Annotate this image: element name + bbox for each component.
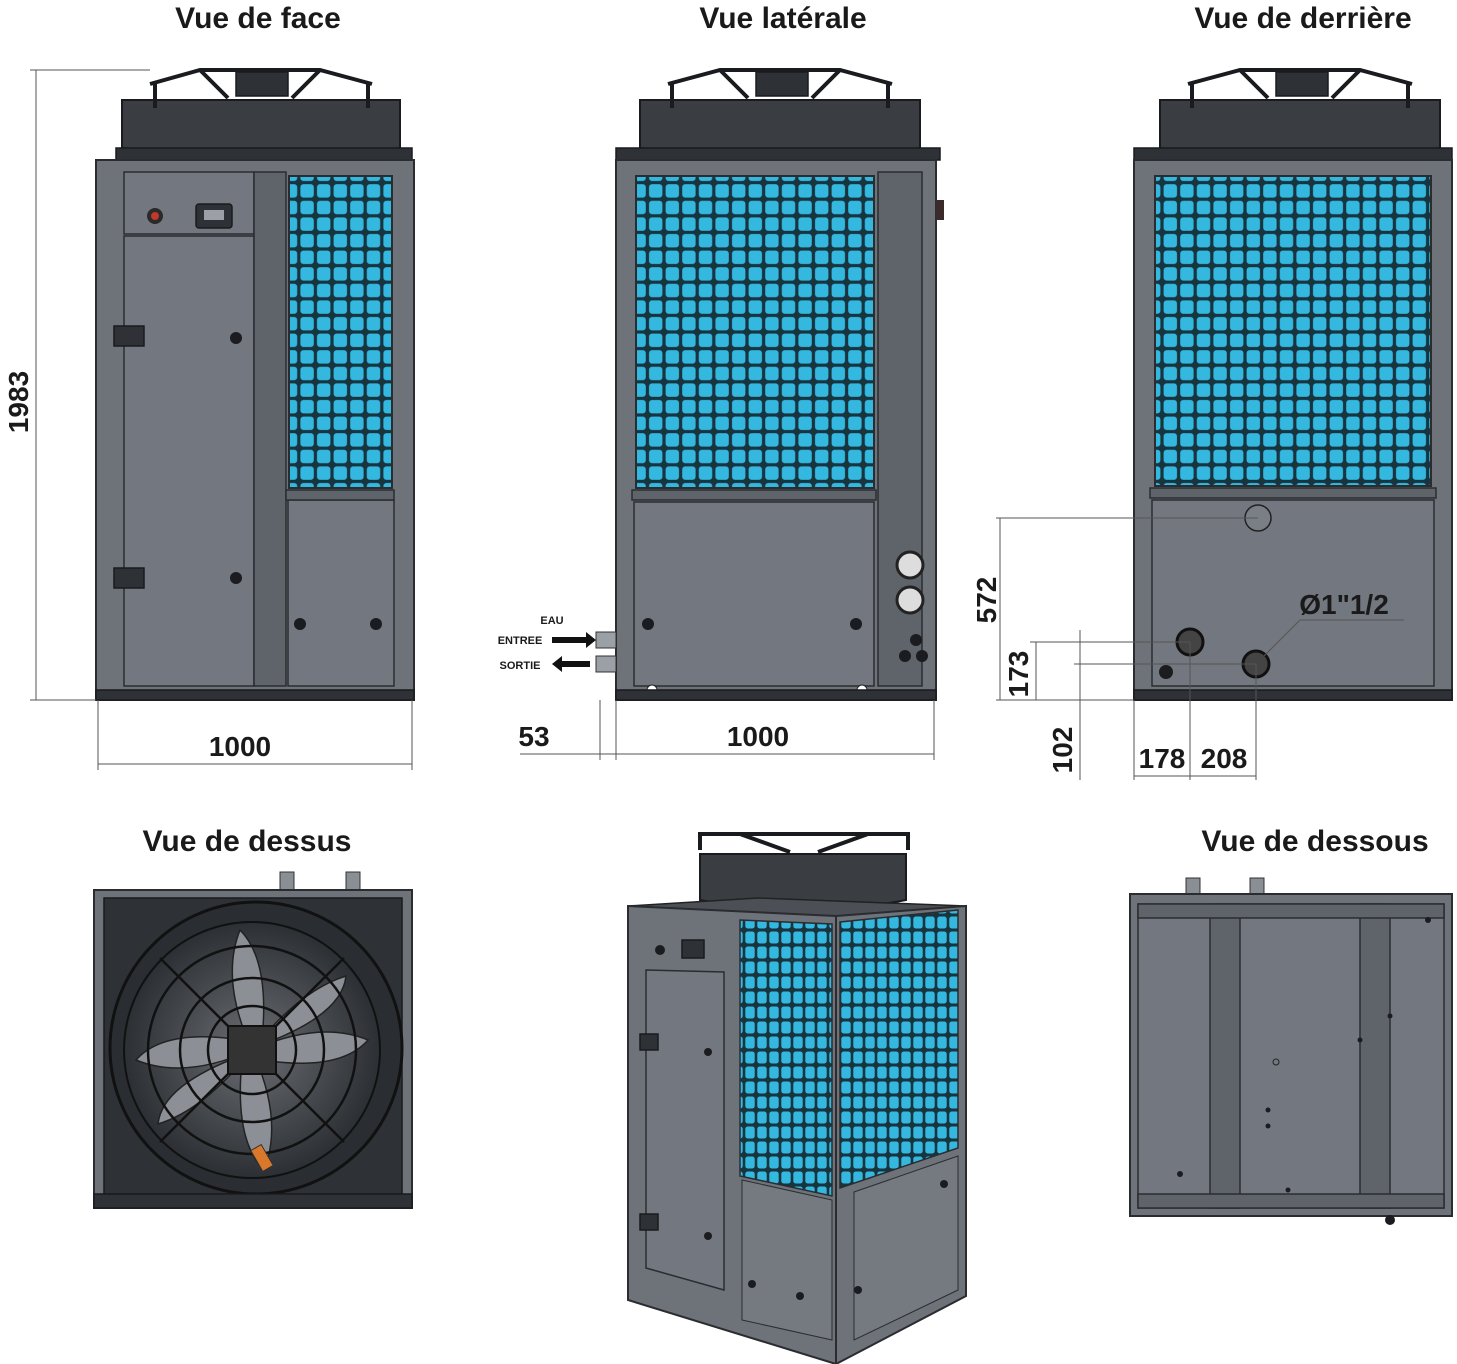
front-coil-grille bbox=[288, 175, 393, 489]
dim-1983: 1983 bbox=[3, 371, 34, 433]
arrow-left-icon bbox=[552, 656, 590, 672]
lock-icon bbox=[642, 618, 654, 630]
fan-hood bbox=[639, 99, 921, 155]
side-view bbox=[595, 68, 944, 701]
dim-208: 208 bbox=[1201, 743, 1248, 774]
water-outlet-label: SORTIE bbox=[500, 660, 541, 672]
dim-102: 102 bbox=[1047, 727, 1078, 774]
back-coil-grille bbox=[1154, 175, 1432, 487]
top-view bbox=[93, 871, 413, 1209]
lock-icon bbox=[230, 572, 242, 584]
title-front-view: Vue de face bbox=[175, 2, 341, 35]
water-inlet-label: ENTREE bbox=[498, 635, 543, 647]
water-inlet-pipe bbox=[595, 631, 617, 649]
title-bottom-view: Vue de dessous bbox=[1201, 825, 1428, 858]
iso-coil-grille bbox=[739, 919, 833, 1197]
dimension-front-width: 1000 bbox=[97, 700, 413, 770]
fan-hood bbox=[121, 99, 401, 155]
lock-icon bbox=[294, 618, 306, 630]
isometric-view bbox=[627, 832, 967, 1364]
title-back-view: Vue de derrière bbox=[1194, 2, 1411, 35]
dim-173: 173 bbox=[1003, 651, 1034, 698]
front-view bbox=[95, 68, 415, 701]
dimension-back: 572 173 102 178 208 Ø1"1/2 bbox=[971, 517, 1404, 780]
bottom-view bbox=[1129, 877, 1453, 1225]
dim-1000-side: 1000 bbox=[727, 721, 789, 752]
fan-motor-icon bbox=[227, 1025, 277, 1075]
dim-572: 572 bbox=[971, 577, 1002, 624]
title-top-view: Vue de dessus bbox=[143, 825, 352, 858]
side-coil-grille bbox=[635, 175, 875, 489]
lock-icon bbox=[230, 332, 242, 344]
lock-icon bbox=[850, 618, 862, 630]
fan-hood bbox=[1159, 99, 1441, 155]
hinge-icon bbox=[113, 567, 145, 589]
back-view bbox=[1133, 68, 1453, 701]
water-label: EAU bbox=[540, 615, 563, 627]
display-icon bbox=[681, 939, 705, 959]
title-side-view: Vue latérale bbox=[699, 2, 866, 35]
pressure-gauge-icon bbox=[895, 550, 925, 580]
water-legend: EAU ENTREE SORTIE bbox=[498, 615, 596, 672]
lock-icon bbox=[370, 618, 382, 630]
water-outlet-pipe bbox=[595, 655, 617, 673]
dim-53: 53 bbox=[518, 721, 549, 752]
fan-guard bbox=[149, 68, 373, 108]
pipe-diameter-label: Ø1"1/2 bbox=[1299, 589, 1389, 620]
hinge-icon bbox=[639, 1213, 659, 1231]
hinge-icon bbox=[639, 1033, 659, 1051]
pressure-gauge-icon bbox=[895, 585, 925, 615]
dimension-side: 53 1000 bbox=[518, 700, 935, 760]
hinge-icon bbox=[113, 325, 145, 347]
arrow-right-icon bbox=[552, 632, 596, 648]
dim-1000-front: 1000 bbox=[209, 731, 271, 762]
front-door bbox=[123, 235, 255, 687]
dim-178: 178 bbox=[1139, 743, 1186, 774]
dimension-height: 1983 bbox=[3, 69, 150, 701]
